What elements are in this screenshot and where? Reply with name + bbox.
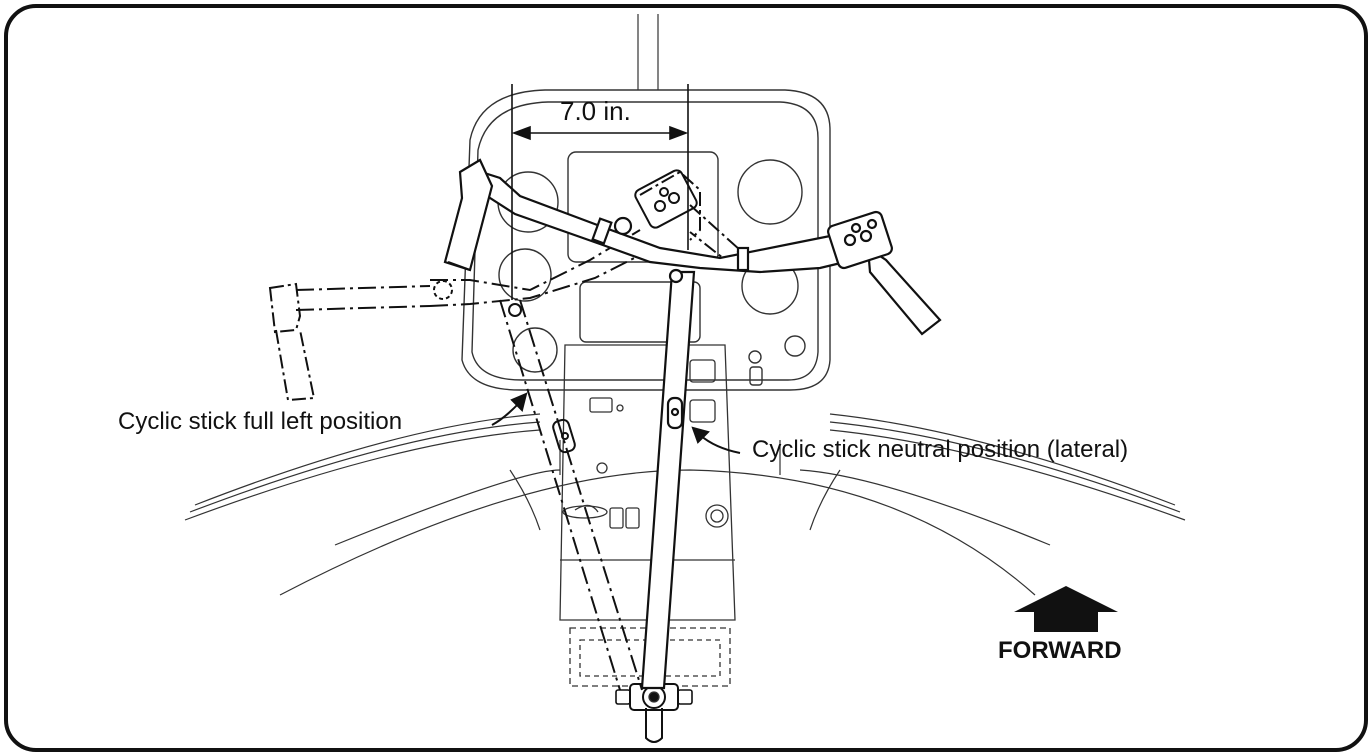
cyclic-stick-neutral (443, 158, 942, 690)
dimension-7in (511, 84, 689, 300)
dimension-arrow-left-icon (511, 125, 531, 141)
cabin-outline (184, 14, 1186, 596)
dimension-label: 7.0 in. (560, 96, 631, 126)
cyclic-base (569, 627, 731, 743)
toggle-switch (749, 366, 763, 386)
gauge (512, 327, 558, 373)
gauge (498, 248, 552, 302)
center-console (559, 344, 736, 621)
callout-neutral-label: Cyclic stick neutral position (lateral) (752, 436, 1129, 463)
gauge (737, 159, 803, 225)
panel-display (579, 281, 701, 343)
forward-arrow-icon (1014, 586, 1118, 632)
knob (748, 350, 762, 364)
callout-right-arrow-icon (691, 426, 710, 444)
panel-display (567, 151, 719, 263)
dimension-arrow-right-icon (669, 125, 689, 141)
knob (784, 335, 806, 357)
callout-left-arrow-icon (510, 392, 528, 412)
cyclic-stick-full-left (268, 169, 742, 691)
forward-label: FORWARD (998, 637, 1122, 664)
callout-full-left-label: Cyclic stick full left position (118, 408, 403, 435)
callout-arrows (491, 392, 741, 454)
